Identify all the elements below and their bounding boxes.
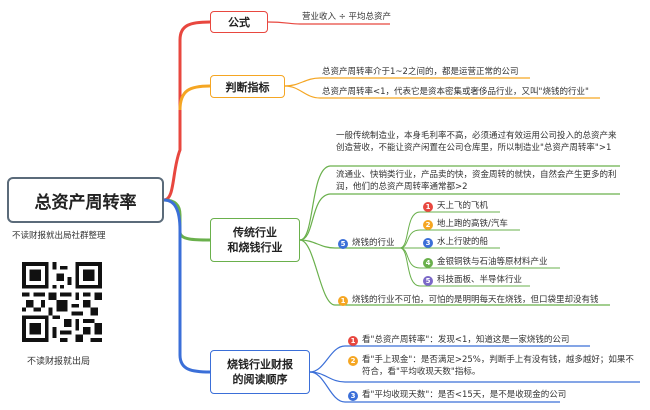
industry-para-manufacturing: 一般传统制造业，本身毛利率不高，必须通过有效运用公司投入的总资产来创造营收，不能… (336, 131, 617, 153)
industry-node[interactable]: 传统行业 和烧钱行业 (210, 218, 300, 262)
judgement-node[interactable]: 判断指标 (210, 75, 285, 98)
burn-label-dot: 5 (338, 239, 348, 249)
burn-label-dot-num: 5 (340, 240, 346, 248)
reading-item-1-num: 1 (348, 336, 358, 346)
qr-label: 不读财报就出局 (27, 357, 91, 367)
qr-code (22, 262, 102, 342)
burn-item-4: 金银铜铁与石油等原材料产业 (437, 257, 548, 267)
burn-item-3-num: 3 (423, 238, 433, 248)
formula-text: 营业收入 ÷ 平均总资产 (302, 12, 392, 22)
reading-item-3-num: 3 (348, 391, 358, 401)
burn-item-5: 科技面板、半导体行业 (437, 275, 523, 285)
burn-item-1: 天上飞的飞机 (437, 201, 489, 211)
reading-item-2-num: 2 (348, 356, 358, 366)
burn-item-3: 水上行驶的船 (437, 237, 489, 247)
burn-note-num: 1 (338, 296, 348, 306)
judgement-item-1: 总资产周转率介于1~2之间的，都是运营正常的公司 (322, 67, 519, 77)
burn-item-4-num: 4 (423, 258, 433, 268)
judgement-item-2: 总资产周转率<1，代表它是资本密集或奢侈品行业，又叫"烧钱的行业" (322, 87, 589, 97)
burn-industry-label: 烧钱的行业 (352, 238, 395, 248)
industry-title-line1: 传统行业 (233, 226, 277, 239)
formula-node[interactable]: 公式 (210, 11, 268, 33)
burn-note: 烧钱的行业不可怕，可怕的是明明每天在烧钱，但口袋里却没有钱 (352, 295, 599, 305)
reading-item-1: 看"总资产周转率"：发现<1，知道这是一家烧钱的公司 (362, 335, 570, 345)
reading-title-line1: 烧钱行业财报 (227, 358, 293, 371)
industry-title-line2: 和烧钱行业 (227, 241, 283, 254)
source-caption: 不读财报就出局社群整理 (12, 231, 106, 241)
reading-title-line2: 的阅读顺序 (232, 373, 288, 386)
reading-item-2: 看"手上现金"：是否满足>25%，判断手上有没有钱，越多越好；如果不符合，看"平… (362, 355, 634, 377)
reading-order-node[interactable]: 烧钱行业财报 的阅读顺序 (210, 350, 310, 394)
burn-item-5-num: 5 (423, 276, 433, 286)
industry-para-retail: 流通业、快销类行业，产品卖的快，资金周转的就快，自然会产生更多的利润，他们的总资… (336, 170, 617, 192)
root-node[interactable]: 总资产周转率 (7, 177, 164, 223)
reading-item-3: 看"平均收现天数"：是否<15天，是不是收现金的公司 (362, 390, 567, 400)
burn-item-1-num: 1 (423, 202, 433, 212)
burn-item-2-num: 2 (423, 220, 433, 230)
burn-item-2: 地上跑的高铁/汽车 (437, 219, 508, 229)
